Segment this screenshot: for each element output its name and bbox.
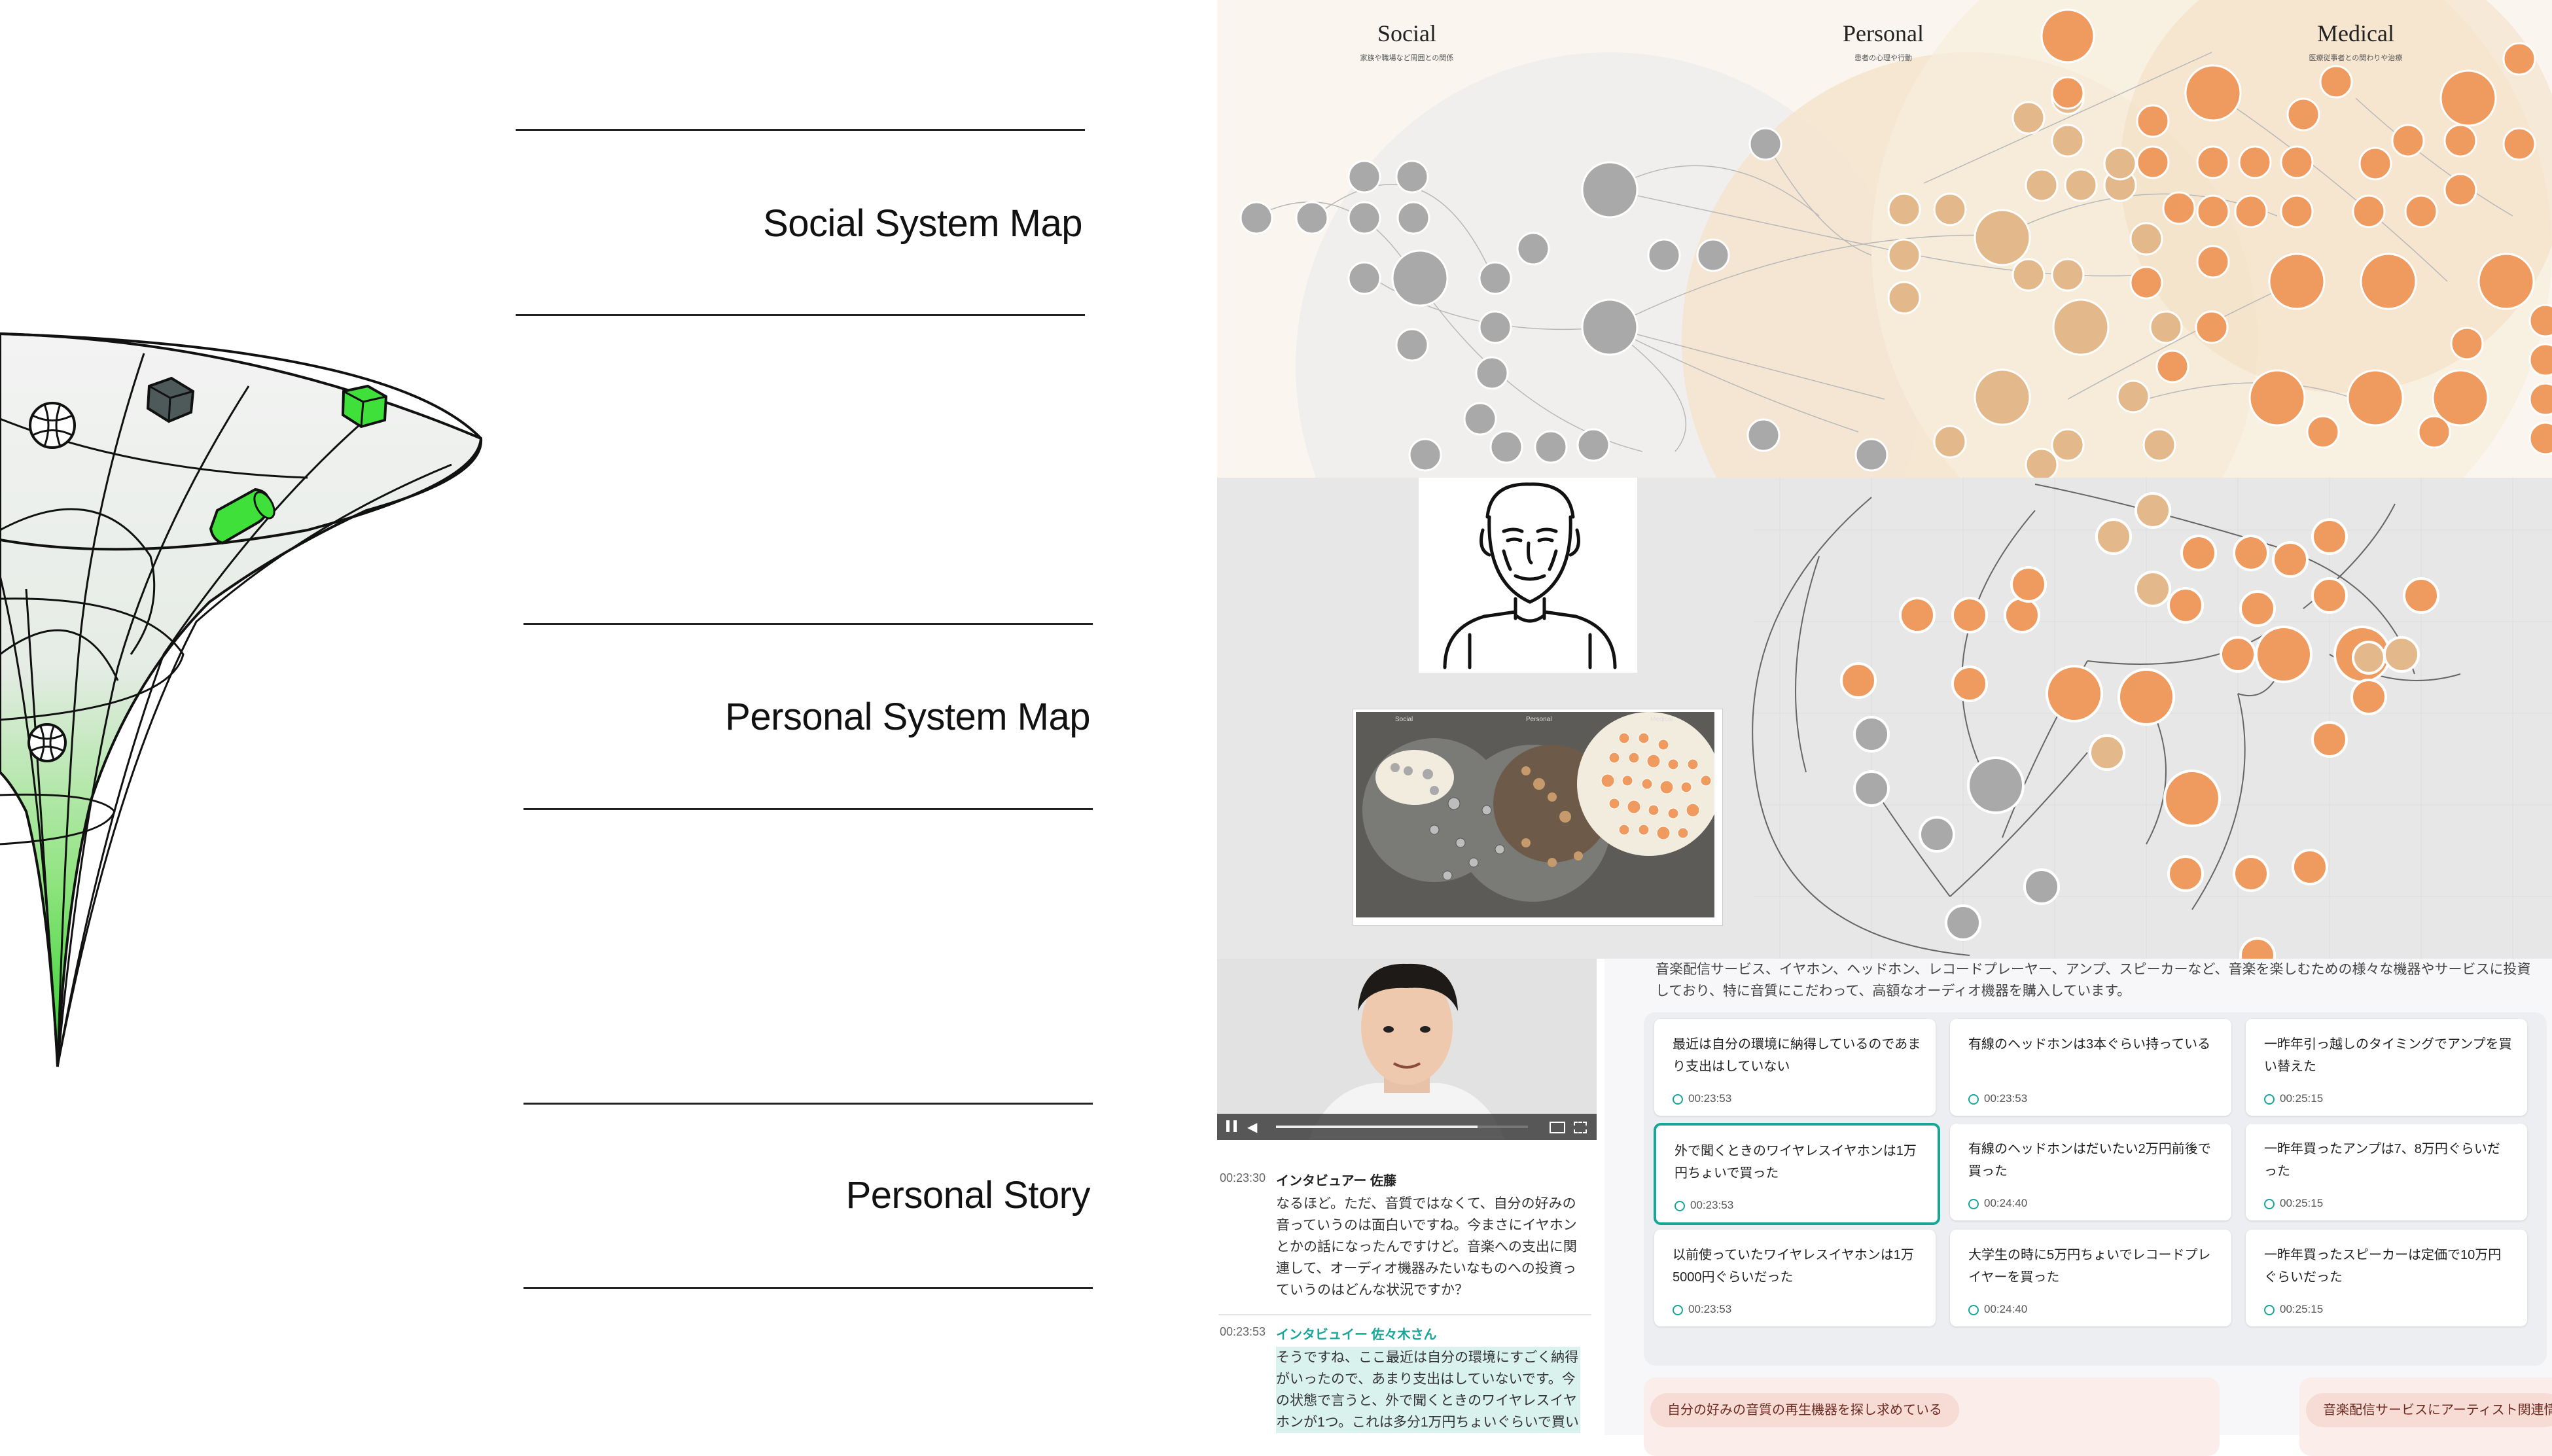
card-text: 一昨年引っ越しのタイミングでアンプを買い替えた	[2264, 1037, 2512, 1074]
play-circle-icon	[1673, 1305, 1683, 1315]
personal-story-label: Personal Story	[845, 1174, 1091, 1216]
play-circle-icon	[1968, 1094, 1979, 1105]
interviewee-video-frame	[1217, 959, 1597, 1140]
card-text: 最近は自分の環境に納得しているのであまり支出はしていない	[1673, 1037, 1921, 1074]
divider-line	[523, 1287, 1093, 1289]
card-timestamp[interactable]: 00:23:53	[1673, 1303, 1731, 1316]
play-circle-icon	[2264, 1305, 2275, 1315]
card-text: 一昨年買ったアンプは7、8万円ぐらいだった	[2264, 1142, 2500, 1179]
divider-line	[523, 623, 1093, 625]
divider-line	[523, 808, 1093, 810]
insight-card[interactable]: 一昨年引っ越しのタイミングでアンプを買い替えた 00:25:15	[2246, 1019, 2527, 1116]
card-timestamp[interactable]: 00:25:15	[2264, 1197, 2323, 1210]
map-column-subtitle-social: 家族や職場など周囲との関係	[1360, 54, 1454, 62]
map-column-title-medical: Medical	[2317, 20, 2394, 46]
pip-icon[interactable]	[1550, 1122, 1565, 1133]
social-system-map	[1217, 0, 2552, 478]
divider-line	[523, 1103, 1093, 1105]
card-text: 一昨年買ったスピーカーは定価で10万円ぐらいだった	[2264, 1248, 2502, 1285]
card-text: 有線のヘッドホンは3本ぐらい持っている	[1968, 1037, 2211, 1052]
transcript-timestamp[interactable]: 00:23:30	[1220, 1171, 1266, 1184]
video-progress-fill	[1276, 1126, 1478, 1128]
map-column-title-personal: Personal	[1843, 20, 1924, 46]
overview-column-social: Social	[1395, 716, 1413, 723]
overview-column-personal: Personal	[1526, 716, 1552, 723]
funnel-diagram	[0, 332, 483, 1067]
insight-cards-panel: 音楽配信サービス、イヤホン、ヘッドホン、レコードプレーヤー、アンプ、スピーカーな…	[1604, 959, 2552, 1456]
elderly-man-icon	[1443, 482, 1617, 669]
card-timestamp[interactable]: 00:24:40	[1968, 1303, 2027, 1316]
play-circle-icon	[2264, 1199, 2275, 1209]
play-circle-icon	[1968, 1305, 1979, 1315]
cylinder-icon-green	[209, 488, 275, 545]
card-timestamp[interactable]: 00:24:40	[1968, 1197, 2027, 1210]
transcript-text-highlighted: そうですね、ここ最近は自分の環境にすごく納得がいったので、あまり支出はしていない…	[1276, 1347, 1580, 1433]
sphere-icon	[27, 723, 67, 762]
interview-video[interactable]	[1217, 959, 1597, 1140]
personal-map-graph	[1752, 478, 2552, 959]
summary-text: 音楽配信サービス、イヤホン、ヘッドホン、レコードプレーヤー、アンプ、スピーカーな…	[1656, 962, 2531, 999]
insight-card[interactable]: 有線のヘッドホンはだいたい2万円前後で買った 00:24:40	[1950, 1124, 2231, 1220]
volume-icon[interactable]: ◀	[1247, 1120, 1258, 1135]
insight-card[interactable]: 一昨年買ったアンプは7、8万円ぐらいだった 00:25:15	[2246, 1124, 2527, 1220]
transcript-text: なるほど。ただ、音質ではなくて、自分の好みの音っていうのは面白いですね。今まさに…	[1276, 1196, 1577, 1298]
insight-card[interactable]: 最近は自分の環境に納得しているのであまり支出はしていない 00:23:53	[1654, 1019, 1936, 1116]
transcript-timestamp[interactable]: 00:23:53	[1220, 1325, 1266, 1338]
play-circle-icon	[1675, 1201, 1685, 1211]
theme-tag[interactable]: 自分の好みの音質の再生機器を探し求めている	[1650, 1393, 1959, 1427]
card-text: 大学生の時に5万円ちょいでレコードプレイヤーを買った	[1968, 1248, 2211, 1285]
video-controls: ◀	[1217, 1114, 1597, 1140]
fullscreen-icon[interactable]	[1574, 1122, 1587, 1133]
social-system-map-label: Social System Map	[763, 202, 1082, 245]
map-column-subtitle-medical: 医療従事者との関わりや治療	[2309, 54, 2403, 62]
pause-icon[interactable]	[1226, 1120, 1237, 1132]
card-timestamp[interactable]: 00:23:53	[1673, 1092, 1731, 1105]
sphere-icon	[29, 402, 76, 449]
persona-illustration	[1419, 478, 1637, 673]
insight-card-selected[interactable]: 外で聞くときのワイヤレスイヤホンは1万円ちょいで買った 00:23:53	[1654, 1124, 1940, 1224]
card-timestamp[interactable]: 00:25:15	[2264, 1092, 2323, 1105]
card-text: 有線のヘッドホンはだいたい2万円前後で買った	[1968, 1142, 2211, 1179]
overview-map-thumbnail[interactable]: Social Personal Medical	[1353, 709, 1722, 925]
divider-line	[516, 129, 1085, 131]
map-column-subtitle-personal: 患者の心理や行動	[1854, 54, 1912, 62]
card-text: 外で聞くときのワイヤレスイヤホンは1万円ちょいで買った	[1675, 1144, 1917, 1181]
theme-tag[interactable]: 音楽配信サービスにアーティスト関連情	[2306, 1393, 2552, 1427]
overview-map-graphic	[1356, 712, 1721, 917]
card-timestamp[interactable]: 00:23:53	[1968, 1092, 2027, 1105]
insight-card[interactable]: 一昨年買ったスピーカーは定価で10万円ぐらいだった 00:25:15	[2246, 1230, 2527, 1326]
card-timestamp[interactable]: 00:25:15	[2264, 1303, 2323, 1316]
cube-icon-green	[341, 384, 388, 429]
video-progress-bar[interactable]	[1276, 1126, 1528, 1128]
divider-line	[516, 314, 1085, 316]
play-circle-icon	[1968, 1199, 1979, 1209]
transcript-speaker-active: インタビュイー 佐々木さん	[1276, 1328, 1437, 1342]
map-column-title-social: Social	[1377, 20, 1436, 46]
overview-column-medical: Medical	[1650, 716, 1673, 723]
insight-card[interactable]: 大学生の時に5万円ちょいでレコードプレイヤーを買った 00:24:40	[1950, 1230, 2231, 1326]
insight-card[interactable]: 以前使っていたワイヤレスイヤホンは1万5000円ぐらいだった 00:23:53	[1654, 1230, 1936, 1326]
cube-icon-gray	[146, 376, 195, 423]
play-circle-icon	[1673, 1094, 1683, 1105]
personal-system-map-label: Personal System Map	[725, 696, 1090, 738]
card-text: 以前使っていたワイヤレスイヤホンは1万5000円ぐらいだった	[1673, 1248, 1914, 1285]
system-map-graph	[1239, 0, 2552, 478]
insight-card[interactable]: 有線のヘッドホンは3本ぐらい持っている 00:23:53	[1950, 1019, 2231, 1116]
transcript-divider	[1218, 1314, 1591, 1315]
transcript-speaker: インタビュアー 佐藤	[1276, 1174, 1396, 1188]
play-circle-icon	[2264, 1094, 2275, 1105]
card-timestamp[interactable]: 00:23:53	[1675, 1199, 1733, 1212]
